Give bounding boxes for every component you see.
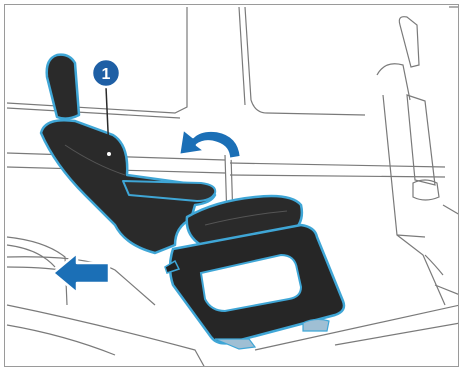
seat-foot-right	[303, 319, 329, 331]
illustration-frame: 1	[4, 4, 459, 367]
callout-1-label: 1	[102, 66, 111, 83]
folding-seat	[41, 55, 344, 349]
arrow-left-icon	[53, 253, 109, 293]
vehicle-interior-illustration: 1	[5, 5, 459, 367]
seat-headrest	[47, 55, 79, 119]
rotate-arrow-icon	[179, 129, 241, 159]
